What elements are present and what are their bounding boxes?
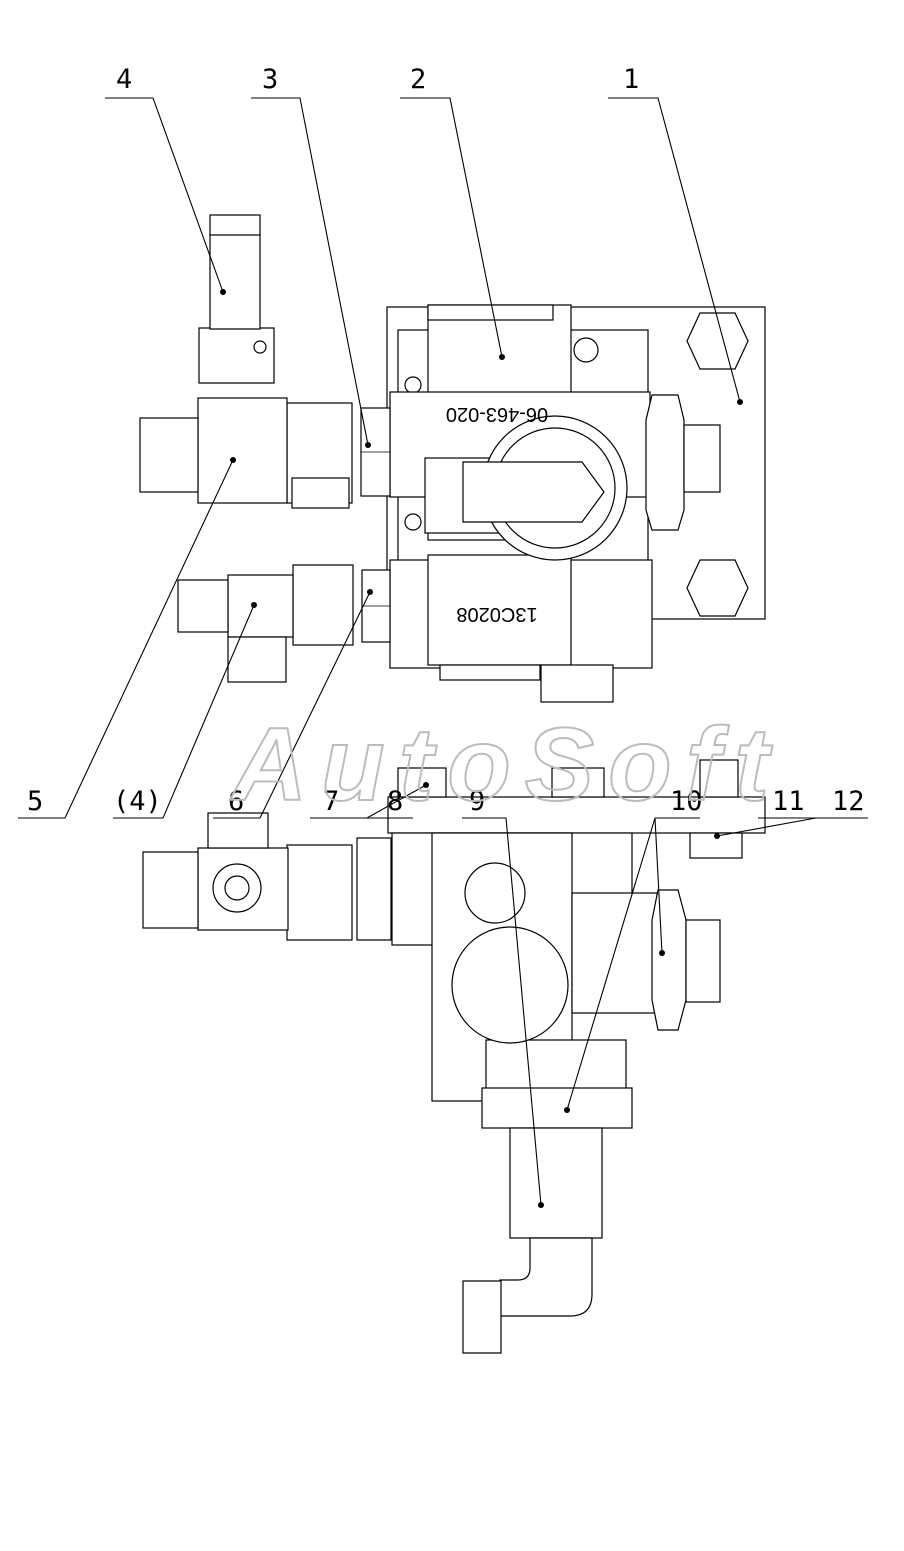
side-tee-port-inner <box>224 875 250 901</box>
valve-bottom-nut <box>540 664 614 703</box>
body-hole-left-lower <box>404 513 422 531</box>
stud-11 <box>699 759 739 798</box>
bottom-view-assembly <box>142 759 766 1354</box>
side-body-lower <box>485 1039 627 1091</box>
side-right-nut <box>651 889 687 1031</box>
plate-bolt-top <box>686 312 749 370</box>
tee-lower-left-stub <box>177 579 229 633</box>
callout-4: 4 <box>116 64 132 95</box>
leader-lines <box>18 97 868 1206</box>
tee-top-hole <box>253 340 267 354</box>
callout-3: 3 <box>262 64 278 95</box>
body-hole-left <box>404 376 422 394</box>
tee-lower-down-stub <box>227 636 287 683</box>
callout-9: 9 <box>469 786 485 817</box>
callout-1: 1 <box>623 64 639 95</box>
side-tee-left-stub <box>142 851 199 929</box>
watermark: AutoSoft <box>229 707 783 823</box>
plate-bolt-center <box>551 767 605 798</box>
valve-upper-lip <box>427 304 554 321</box>
side-tee-top-nut <box>207 812 269 849</box>
right-port-stub <box>683 424 721 493</box>
side-union-nut <box>286 844 353 941</box>
side-right-stub <box>685 919 721 1003</box>
tee-body-lower <box>227 574 294 638</box>
serial-stamp: 13C0208 <box>456 603 537 625</box>
body-hole-top <box>573 337 599 363</box>
right-port-nut <box>645 394 685 531</box>
plate-bolt-bottom <box>686 559 749 617</box>
tee-top-nut <box>198 327 275 384</box>
selector-lever <box>462 461 605 523</box>
union-nut-upper-flat <box>291 477 350 509</box>
top-view-assembly: 06-463-020 13C0208 <box>139 214 766 703</box>
callout-labels: 1 2 3 4 5 (4) 6 7 8 9 10 11 12 <box>27 64 865 817</box>
upper-connector-cap <box>209 214 261 236</box>
tee-body-5 <box>197 397 288 504</box>
bottom-nut-10 <box>481 1087 633 1129</box>
upper-connector-4 <box>209 233 261 330</box>
side-adapter-fitting <box>356 837 392 941</box>
union-nut-lower <box>292 564 354 646</box>
callout-5: 5 <box>27 786 43 817</box>
callout-8: 8 <box>387 786 403 817</box>
nut-12 <box>689 832 743 859</box>
callout-2: 2 <box>410 64 426 95</box>
part-number-stamp: 06-463-020 <box>446 403 548 425</box>
callout-11: 11 <box>772 786 805 817</box>
side-port-large <box>451 926 569 1044</box>
callout-4-ref: (4) <box>113 786 162 817</box>
valve-bottom-boss <box>439 664 541 681</box>
plate-bolt-left <box>397 767 447 798</box>
valve-lower-face <box>427 554 572 666</box>
callout-10: 10 <box>670 786 703 817</box>
elbow-outlet <box>462 1280 502 1354</box>
callout-12: 12 <box>832 786 865 817</box>
elbow-body <box>499 1237 593 1317</box>
callout-6: 6 <box>228 786 244 817</box>
side-port-small <box>464 862 526 924</box>
side-plate <box>387 796 766 834</box>
elbow-nut-9 <box>509 1127 603 1239</box>
callout-7: 7 <box>323 786 339 817</box>
tee-left-stub <box>139 417 199 493</box>
